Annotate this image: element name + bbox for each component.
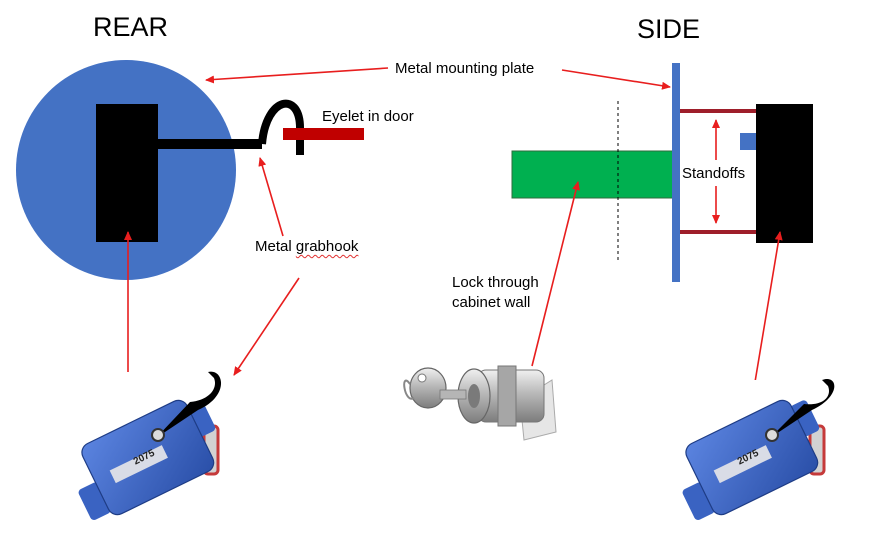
lock-photo <box>404 366 556 440</box>
grabhook-label-word1: Metal grabhook <box>255 238 358 255</box>
arrow-grabhook-to-hook <box>260 158 283 236</box>
lock-label-line2: cabinet wall <box>452 293 530 313</box>
standoffs-label: Standoffs <box>682 164 745 184</box>
key-head <box>410 368 446 408</box>
rear-servo-body <box>96 104 158 242</box>
side-view <box>512 63 813 282</box>
arrow-plate-to-rear <box>206 68 388 80</box>
callout-arrows <box>128 68 780 424</box>
eyelet-label: Eyelet in door <box>322 107 414 127</box>
servo-left-screw <box>152 429 164 441</box>
key-blade <box>440 390 466 399</box>
servo-right-screw <box>766 429 778 441</box>
arrow-grabhook-to-servo <box>234 278 299 375</box>
mounting-plate-label: Metal mounting plate <box>395 59 534 79</box>
eyelet-in-door <box>283 128 364 140</box>
lock-nut <box>498 366 516 426</box>
side-servo-horn <box>740 133 756 150</box>
servo-photo-right: 2075 <box>665 379 836 527</box>
lock-keyway <box>468 384 480 408</box>
grabhook-label-word2: grabhook <box>296 238 359 255</box>
grabhook-label: Metal grabhook <box>255 237 358 257</box>
side-heading: SIDE <box>637 14 700 45</box>
lock-body <box>512 151 674 198</box>
servo-photo-left: 2075 <box>61 372 232 527</box>
arrow-plate-to-side <box>562 70 670 87</box>
side-servo-body <box>756 104 813 243</box>
rear-heading: REAR <box>93 12 168 43</box>
key-ring-hole <box>418 374 426 382</box>
lock-label-line1: Lock through <box>452 273 539 293</box>
arrow-lock-to-green <box>532 182 578 366</box>
side-mounting-plate <box>672 63 680 282</box>
